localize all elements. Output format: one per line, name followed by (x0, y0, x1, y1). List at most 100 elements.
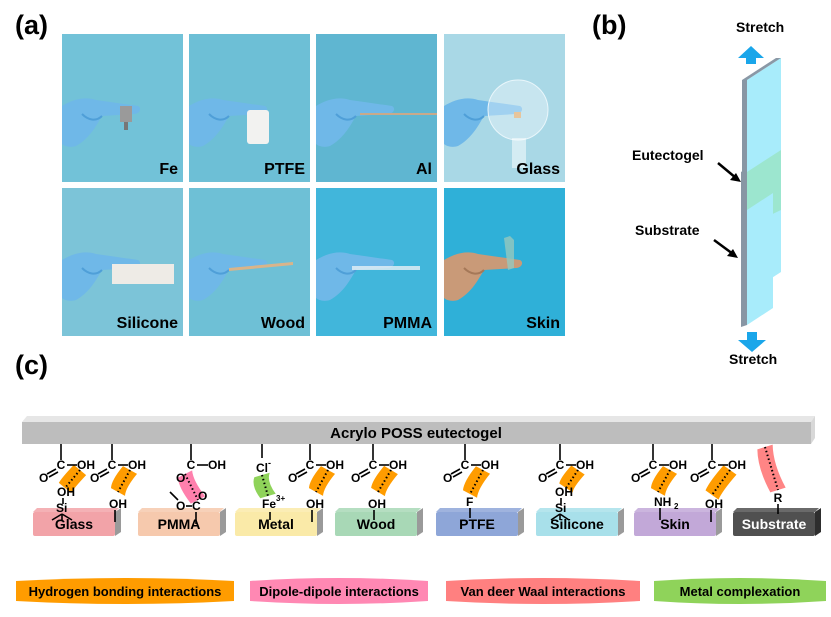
upper-substrate (742, 58, 781, 294)
atom-label: OH (481, 458, 499, 472)
atom-label: O (90, 471, 99, 485)
interaction-dots (711, 469, 731, 496)
bond (545, 468, 556, 475)
interaction-dots (764, 446, 779, 491)
hbond-ribbon (58, 464, 87, 494)
atom-label: Si (555, 501, 566, 515)
interaction-dots (117, 469, 131, 493)
bond (550, 513, 561, 521)
substrate-block-ptfe: PTFE (436, 508, 524, 536)
photo-caption: Silicone (116, 315, 178, 332)
photo-silicone: Silicone (62, 188, 183, 336)
legend-label: Hydrogen bonding interactions (28, 583, 222, 599)
atom-label: 3+ (276, 494, 285, 503)
substrate-label: Metal (258, 516, 294, 532)
substrate-label: Substrate (635, 222, 700, 238)
legend-item-1: Hydrogen bonding interactions (16, 578, 234, 604)
substrate-block-wood: Wood (335, 508, 423, 536)
substrate-label: PTFE (459, 516, 495, 532)
atom-label: C (649, 458, 658, 472)
interaction-dots (315, 469, 329, 493)
substrate-block-glass: Glass (33, 508, 121, 536)
hand (189, 98, 268, 147)
atom-label: O (631, 471, 640, 485)
vdw-ribbon (757, 444, 786, 493)
photo-wood: Wood (189, 188, 310, 336)
hand (444, 252, 523, 301)
bond (360, 471, 371, 478)
substrate-label: Substrate (742, 516, 807, 532)
photo-scene (189, 252, 293, 301)
substrate-label: Glass (55, 516, 93, 532)
interaction-dots (565, 469, 579, 489)
atom-label: Fe (262, 497, 276, 511)
legend-label: Dipole-dipole interactions (259, 583, 419, 599)
bond (450, 468, 461, 475)
eutectogel-bar (22, 416, 815, 444)
bond (61, 513, 73, 521)
atom-label: OH (705, 497, 723, 511)
atom-label: OH (109, 497, 127, 511)
legend-item-4: Metal complexation (654, 578, 826, 604)
photo-caption: Al (416, 161, 432, 178)
hand (189, 252, 268, 301)
panel-c-label: (c) (15, 350, 48, 380)
photo-fe: Fe (62, 34, 183, 182)
atom-label: C (57, 458, 66, 472)
photo-caption: PMMA (383, 315, 432, 332)
atom-label: O (443, 471, 452, 485)
legend-item-2: Dipole-dipole interactions (250, 578, 428, 604)
atom-label: OH (128, 458, 146, 472)
legend-label: Van deer Waal interactions (460, 583, 626, 599)
interaction-dots (469, 469, 484, 495)
bond (169, 491, 179, 501)
atom-label: O (198, 489, 207, 503)
substrate-label: Wood (357, 516, 396, 532)
photo-scene (444, 79, 549, 168)
panel-a-label: (a) (15, 10, 48, 40)
bond (638, 468, 649, 475)
photo-scene (62, 252, 174, 301)
legend-swatch (446, 578, 640, 604)
photo-glass: Glass (444, 34, 565, 182)
photo-ptfe: PTFE (189, 34, 310, 182)
interaction-dots (64, 469, 81, 489)
hbond-ribbon (308, 466, 336, 496)
atom-label: OH (306, 497, 324, 511)
atom-label: O (538, 471, 547, 485)
interaction-dots (184, 473, 199, 501)
atom-label: C (108, 458, 117, 472)
hand (316, 252, 395, 301)
atom-label: C (369, 458, 378, 472)
atom-label: OH (669, 458, 687, 472)
bond (295, 468, 306, 475)
photo-scene (62, 98, 141, 147)
photo-caption: Skin (526, 315, 560, 332)
atom-label: O (351, 471, 360, 485)
atom-label: - (268, 458, 271, 468)
atom-label: OH (368, 497, 386, 511)
atom-label: Si (56, 501, 67, 515)
photo-scene (444, 236, 523, 301)
atom-label: F (466, 495, 473, 509)
dipole-ribbon (177, 470, 206, 504)
legend-label: Metal complexation (679, 583, 801, 599)
photo-caption: Fe (159, 161, 178, 178)
photo-caption: Glass (516, 161, 560, 178)
interaction-dots (377, 469, 392, 493)
interaction-dots (261, 474, 269, 497)
atom-label: O (176, 471, 185, 485)
photo-caption: PTFE (264, 161, 305, 178)
substrate-block-skin: Skin (634, 508, 722, 536)
substrate-block-silicone: Silicone (536, 508, 624, 536)
eutectogel-bar-label: Acrylo POSS eutectogel (330, 425, 502, 442)
atom-label: NH (654, 495, 671, 509)
atom-label: Cl (256, 461, 268, 475)
atom-label: C (306, 458, 315, 472)
bond (358, 468, 369, 475)
atom-label: OH (326, 458, 344, 472)
photo-scene (316, 252, 420, 301)
atom-label: C (187, 458, 196, 472)
bond (640, 471, 651, 478)
bond (452, 471, 463, 478)
